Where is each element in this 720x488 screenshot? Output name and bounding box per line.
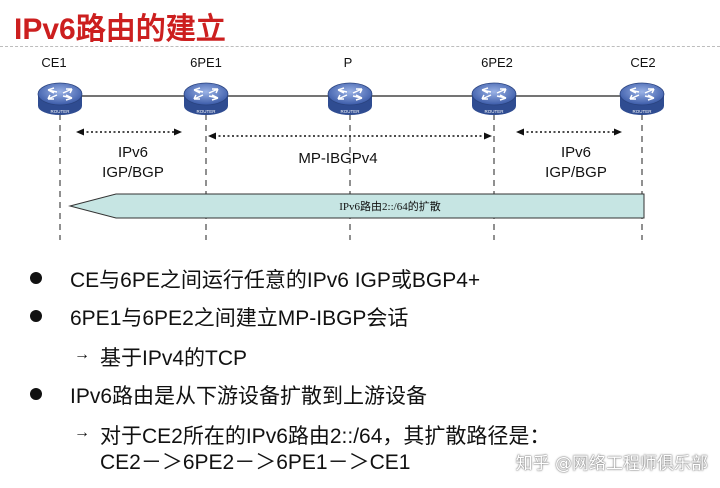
node-label-6pe1: 6PE1 <box>190 55 222 70</box>
span-right-head-r <box>614 128 622 136</box>
propagation-arrow-label: IPv6路由2::/64的扩散 <box>339 199 440 213</box>
node-label-p: P <box>344 55 353 70</box>
bullet-route-direction: IPv6路由是从下游设备扩散到上游设备 <box>70 385 428 408</box>
span-left-head-l <box>76 128 84 136</box>
router-6pe2-icon[interactable]: ROUTER <box>471 82 517 115</box>
sub-bullet-ce2-route: 对于CE2所在的IPv6路由2::/64，其扩散路径是： <box>100 425 551 448</box>
router-badge-text: ROUTER <box>485 109 505 114</box>
bullet-dot <box>30 272 42 284</box>
node-label-ce1: CE1 <box>41 55 66 70</box>
router-p-icon[interactable]: ROUTER <box>327 82 373 115</box>
router-badge-text: ROUTER <box>633 109 653 114</box>
segment-right-line1: IPv6 <box>561 144 591 161</box>
title-divider <box>0 46 720 47</box>
span-right-head-l <box>516 128 524 136</box>
bullet-dot <box>30 310 42 322</box>
router-badge-text: ROUTER <box>51 109 71 114</box>
span-middle-head-r <box>484 132 492 140</box>
bullet-ce-6pe-routing: CE与6PE之间运行任意的IPv6 IGP或BGP4+ <box>70 269 481 292</box>
watermark: 知乎 @网络工程师俱乐部 <box>515 454 708 474</box>
sub-bullet-path: CE2－＞6PE2－＞6PE1－＞CE1 <box>100 451 411 474</box>
span-left-head-r <box>174 128 182 136</box>
router-badge-text: ROUTER <box>197 109 217 114</box>
router-badge-text: ROUTER <box>341 109 361 114</box>
router-ce1-icon[interactable]: ROUTER <box>37 82 83 115</box>
router-ce2-icon[interactable]: ROUTER <box>619 82 665 115</box>
bullet-mp-ibgp-session: 6PE1与6PE2之间建立MP-IBGP会话 <box>70 307 409 330</box>
span-middle-head-l <box>208 132 216 140</box>
node-label-6pe2: 6PE2 <box>481 55 513 70</box>
page-title: IPv6路由的建立 <box>14 13 226 46</box>
bullet-dot <box>30 388 42 400</box>
sub-arrow-icon: → <box>74 424 90 441</box>
sub-bullet-tcp: 基于IPv4的TCP <box>100 347 248 370</box>
sub-arrow-icon: → <box>74 346 90 363</box>
segment-left-line2: IGP/BGP <box>102 164 164 181</box>
router-6pe1-icon[interactable]: ROUTER <box>183 82 229 115</box>
segment-left-line1: IPv6 <box>118 144 148 161</box>
propagation-arrow <box>68 193 645 219</box>
segment-right-line2: IGP/BGP <box>545 164 607 181</box>
node-label-ce2: CE2 <box>630 55 655 70</box>
segment-middle-line1: MP-IBGPv4 <box>298 150 377 167</box>
